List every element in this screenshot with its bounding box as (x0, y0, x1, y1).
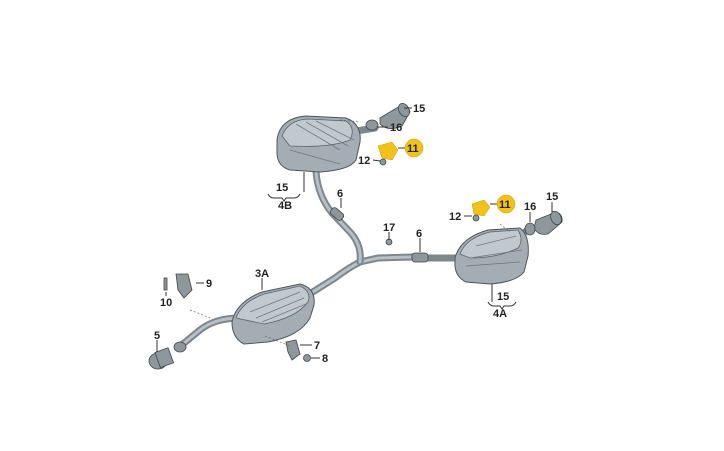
callout-15-tail-right: 15 (546, 191, 558, 203)
clamp-right-part (524, 222, 536, 236)
bracket-right-part (471, 199, 491, 217)
callout-4b: 4B (278, 200, 292, 212)
tail-pipe-top (379, 103, 411, 129)
bracket-top-part (377, 141, 399, 161)
callout-15-group-4a: 15 (497, 291, 509, 303)
leader-lines (156, 107, 553, 359)
callout-7: 7 (314, 340, 320, 352)
callout-12-top: 12 (358, 155, 370, 167)
sleeve-left-part (329, 207, 345, 221)
callout-5: 5 (154, 330, 160, 342)
callout-3a: 3A (255, 268, 269, 280)
callout-11-right: 11 (499, 199, 511, 211)
callout-17: 17 (383, 222, 395, 234)
callout-12-right: 12 (449, 211, 461, 223)
callout-15-group-4b: 15 (276, 182, 288, 194)
hanger-left-part (175, 273, 193, 299)
callout-8: 8 (322, 353, 328, 365)
callout-11-top: 11 (407, 143, 419, 155)
bolt-left-part (163, 277, 168, 291)
nut-bottom-part (303, 354, 311, 362)
nut-top-part (379, 158, 387, 166)
callout-4a: 4A (493, 308, 507, 320)
rear-muffler-right (454, 227, 529, 285)
callout-11-right-badge (496, 194, 516, 214)
callout-10: 10 (160, 297, 172, 309)
callout-9: 9 (206, 278, 212, 290)
callout-16-right: 16 (524, 201, 536, 213)
front-clamp-part (148, 341, 187, 370)
callout-6-left: 6 (337, 188, 343, 200)
clamp-top-part (365, 119, 379, 131)
sleeve-right-part (411, 252, 429, 263)
hanger-bottom-part (285, 339, 301, 361)
rear-muffler-left (276, 115, 361, 173)
callout-6-right: 6 (416, 228, 422, 240)
callout-15-tail-top: 15 (413, 103, 425, 115)
callout-11-top-badge (404, 138, 424, 158)
nut-right-part (472, 214, 480, 222)
callout-16-top: 16 (390, 122, 402, 134)
middle-muffler (231, 283, 315, 345)
tail-pipe-right (533, 210, 563, 235)
